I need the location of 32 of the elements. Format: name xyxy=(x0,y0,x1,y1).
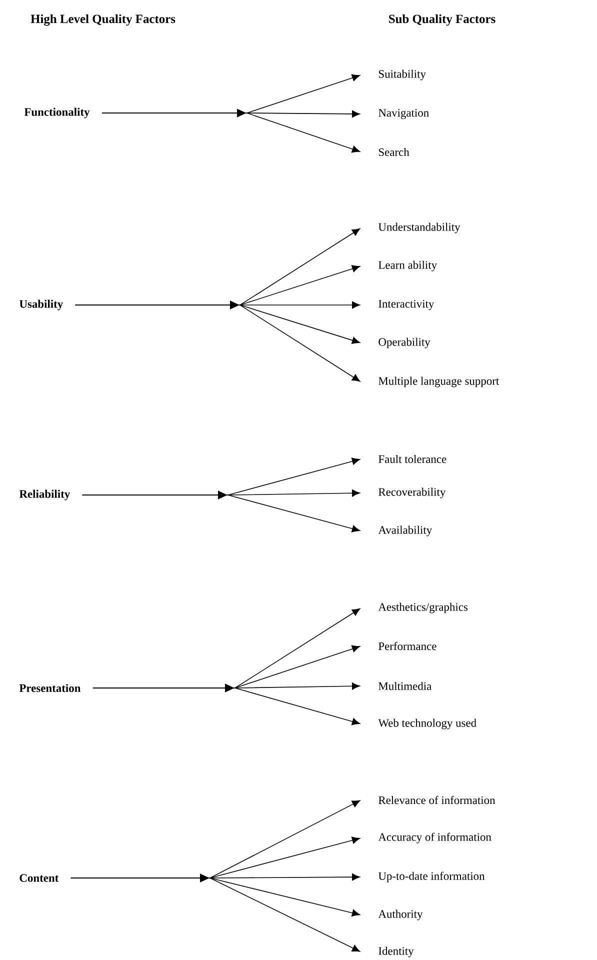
arrow xyxy=(70,874,360,952)
factor-label: Content xyxy=(20,874,59,882)
sub-factor-label: Navigation xyxy=(378,109,429,120)
sub-factor-label: Recoverability xyxy=(378,488,446,498)
sub-factor-label: Identity xyxy=(378,946,414,958)
factor-label: Usability xyxy=(19,300,63,310)
sub-factor-label: Aesthetics/graphics xyxy=(378,602,468,614)
column-heading: High Level Quality Factors xyxy=(30,14,176,26)
sub-factor-label: Operability xyxy=(378,338,430,348)
sub-factor-label: Web technology used xyxy=(378,718,476,730)
sub-factor-label: Fault tolerance xyxy=(378,454,446,464)
factor-label: Functionality xyxy=(24,108,90,118)
sub-factor-label: Accuracy of information xyxy=(378,832,492,844)
column-heading: Sub Quality Factors xyxy=(389,14,496,26)
sub-factor-label: Up-to-date information xyxy=(378,872,485,882)
sub-factor-label: Interactivity xyxy=(378,300,434,310)
arrow xyxy=(82,490,360,532)
sub-factor-label: Search xyxy=(378,148,410,156)
sub-factor-label: Availability xyxy=(378,526,432,536)
factor-label: Reliability xyxy=(19,490,70,500)
sub-factor-label: Understandability xyxy=(378,222,460,234)
sub-factor-label: Relevance of information xyxy=(378,796,496,804)
sub-factor-label: Learn ability xyxy=(378,260,438,272)
arrow xyxy=(102,108,360,153)
sub-factor-label: Multiple language support xyxy=(378,376,500,388)
sub-factor-label: Performance xyxy=(378,642,436,650)
factor-label: Presentation xyxy=(19,684,81,692)
sub-factor-label: Suitability xyxy=(378,70,426,80)
sub-factor-label: Authority xyxy=(378,910,423,920)
sub-factor-label: Multimedia xyxy=(378,682,432,690)
arrow xyxy=(74,300,360,382)
arrow xyxy=(92,684,360,726)
